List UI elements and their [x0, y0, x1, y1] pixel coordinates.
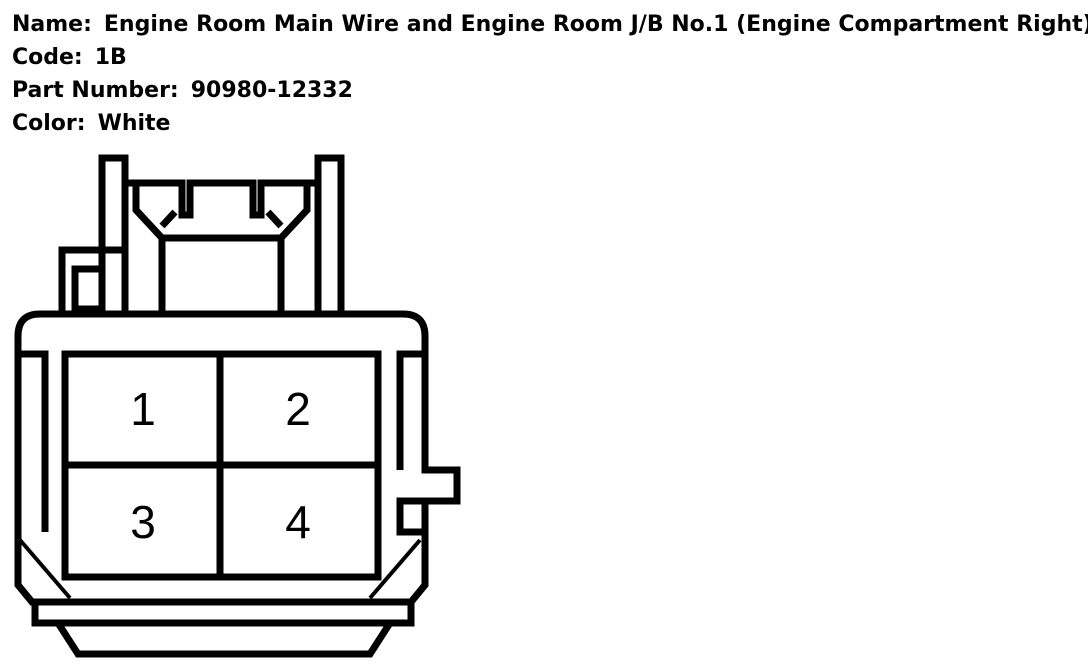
pin-grid: [61, 350, 382, 581]
pin-label-4: 4: [285, 496, 311, 548]
name-label: Name:: [12, 12, 92, 37]
left-rib: [18, 350, 49, 532]
pin-label-1: 1: [130, 383, 156, 435]
right-lock-slot: [396, 497, 425, 536]
part-number-value: 90980-12332: [190, 78, 353, 103]
pin-label-3: 3: [130, 496, 156, 548]
color-row: Color: White: [12, 107, 1088, 140]
right-bevel: [368, 538, 422, 600]
name-row: Name: Engine Room Main Wire and Engine Ro…: [12, 8, 1088, 41]
name-value: Engine Room Main Wire and Engine Room J/…: [103, 12, 1088, 37]
pin-label-2: 2: [285, 383, 311, 435]
bottom-foot: [55, 621, 393, 658]
code-row: Code: 1B: [12, 41, 1088, 74]
color-value: White: [97, 111, 171, 136]
bottom-skirt: [31, 602, 415, 627]
right-rib: [396, 350, 425, 470]
connector-info: Name: Engine Room Main Wire and Engine Ro…: [12, 8, 1088, 140]
part-number-label: Part Number:: [12, 78, 179, 103]
color-label: Color:: [12, 111, 86, 136]
code-label: Code:: [12, 45, 83, 70]
code-value: 1B: [94, 45, 127, 70]
connector-latch: [58, 154, 345, 313]
part-number-row: Part Number: 90980-12332: [12, 74, 1088, 107]
left-bevel: [18, 538, 72, 600]
